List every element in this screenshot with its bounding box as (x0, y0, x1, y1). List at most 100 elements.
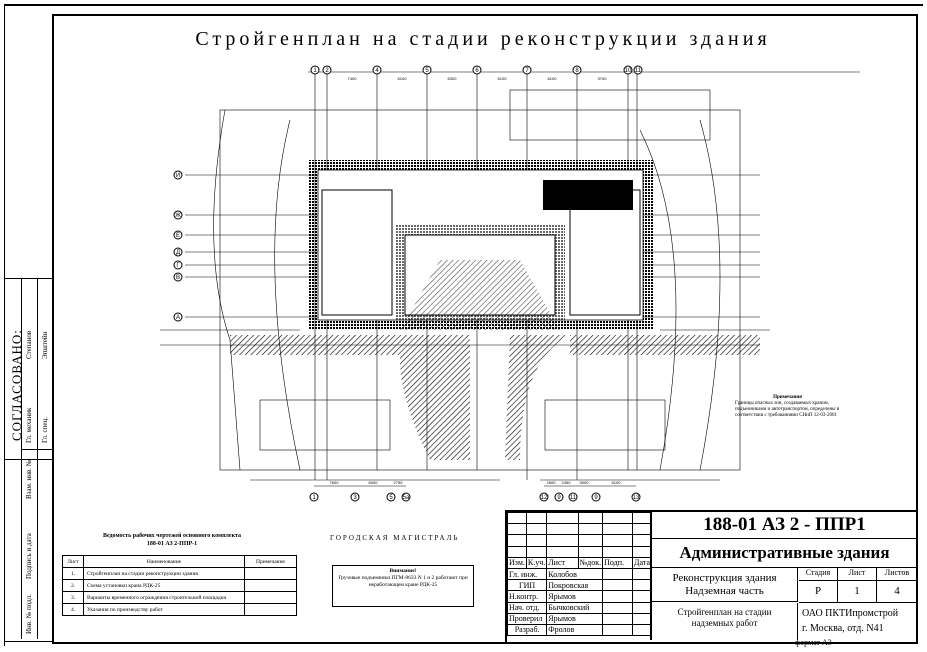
text-label: №док. (577, 556, 604, 569)
stamp-role: Гл. спец. (41, 417, 49, 443)
agreed-label: СОГЛАСОВАНО: (9, 329, 24, 441)
text-label: ОАО ПКТИпромстрой (802, 608, 899, 619)
text-label: 6100 (498, 76, 508, 81)
text-label: Н.контр. (506, 590, 548, 603)
text-label: 1 (838, 581, 877, 602)
person-row: Нач. отд.Бычковский (506, 601, 652, 614)
text-label: 5 (425, 68, 429, 74)
text-label: 6100 (548, 76, 558, 81)
table-row: 2.Схема установки крана РДК-25 (62, 579, 297, 592)
text-label: 13 (633, 495, 640, 501)
inner-frame (52, 14, 918, 644)
text-label: Стройгенплан на стадии реконструкции зда… (83, 567, 245, 580)
text-label: Ж (175, 213, 181, 219)
text-label: Лист (546, 556, 579, 569)
left-axis-markers: И Ж Е Д Г В А (173, 170, 183, 322)
text-label: Покровская (546, 579, 604, 592)
text-label: 5а (403, 495, 410, 501)
inv-no-label: Инв. № подл. (25, 594, 33, 634)
text-label: 2. (62, 579, 84, 592)
table-row: 3.Варианты временного ограждения строите… (62, 591, 297, 604)
text-label: надземных работ (691, 618, 758, 628)
axis-marker: 6 (472, 65, 482, 75)
drawing-code: 188-01 АЗ 2 - ППР1 (652, 512, 917, 539)
text-label: 8 (575, 68, 579, 74)
text-label: Фролов (546, 623, 604, 637)
text-label: Гл. инж. (506, 567, 548, 581)
text-label: Подп. (602, 556, 634, 569)
notes: Примечания Границы опасных зон, создавае… (735, 395, 840, 419)
road-label: ГОРОДСКАЯ МАГИСТРАЛЬ (330, 534, 460, 542)
dark-block (543, 180, 633, 210)
text-label: А (176, 315, 180, 321)
project-name: Административные здания (652, 539, 917, 568)
text-label: 3000 (580, 480, 590, 485)
table-row: 4.Указания по производству работ (62, 603, 297, 616)
text-label: 2600 (547, 480, 557, 485)
text-label: Реконструкция здания (672, 572, 777, 584)
text-label: 4 (894, 585, 900, 597)
text-label: Надземная часть (685, 585, 764, 597)
vedomost-heading: Ведомость рабочих чертежей основного ком… (62, 532, 282, 548)
text-label: 1 (313, 68, 317, 74)
text-label: 188-01 АЗ 2-ППР-1 (146, 541, 198, 547)
drawing-title: Стройгенплан на стадии реконструкции зда… (195, 28, 771, 50)
text-label: Р (799, 581, 838, 602)
text-label: Нач. отд. (506, 601, 548, 614)
axis-marker: 5 (422, 65, 432, 75)
text-label: 11 (570, 495, 577, 501)
text-label: 7600 (330, 480, 340, 485)
text-label: Схема установки крана РДК-25 (83, 579, 245, 592)
text-label: 6 (475, 68, 479, 74)
text-label: Варианты временного ограждения строитель… (83, 591, 245, 604)
text-label: Колобов (546, 567, 604, 581)
text-label: Лист (62, 555, 84, 568)
axis-marker: 7 (522, 65, 532, 75)
text-label: К.уч. (525, 556, 548, 569)
bottom-axis-markers: 1 3 5 5а 12 9 11 9 13 (309, 492, 641, 502)
text-label: И (176, 173, 180, 179)
text-label: Стадия (799, 568, 838, 581)
text-label: 6100 (612, 480, 622, 485)
text-label: 6000 (369, 480, 379, 485)
format-label: формат А3 (795, 638, 832, 647)
axis-marker: 2 (322, 65, 332, 75)
hatched-areas (230, 335, 760, 460)
text-label: Г (176, 263, 180, 269)
text-label: Д (176, 250, 180, 256)
text-label: Ярымов (546, 590, 604, 603)
text-label: Указания по производству работ (83, 603, 245, 616)
stage-cells: Стадия Лист Листов Р 1 4 (799, 568, 917, 603)
stamp-name: Эпштейн (41, 331, 49, 359)
text-label: 10 (625, 68, 632, 74)
warning-note: Внимание! Грузовые подъемники ПГМ-8633 N… (332, 565, 474, 607)
text-label: 4. (62, 603, 84, 616)
text-label: Изм. (507, 556, 527, 569)
text-label: Границы опасных зон, создаваемых краном,… (735, 401, 840, 418)
text-label: Примечания (773, 395, 802, 400)
text-label: 2 (325, 68, 329, 74)
text-label: Грузовые подъемники ПГМ-8633 N 1 и 2 раб… (338, 575, 468, 588)
text-label: 6100 (398, 76, 408, 81)
text-label: Проверил (506, 612, 548, 625)
stamp-name: Степанов (25, 330, 33, 359)
axis-marker: 4 (372, 65, 382, 75)
text-label: 1. (62, 567, 84, 580)
text-label: 1 (312, 495, 316, 501)
text-label: 9 (594, 495, 598, 501)
text-label: Бычковский (546, 601, 604, 614)
text-label: Разраб. (506, 623, 548, 637)
text-label: Листов (877, 568, 917, 581)
person-row: Н.контр.Ярымов (506, 590, 652, 603)
text-label: ГИП (506, 579, 548, 592)
text-label: 3700 (598, 76, 608, 81)
axis-marker: 10 (623, 65, 633, 75)
text-label: Ведомость рабочих чертежей основного ком… (102, 533, 242, 539)
